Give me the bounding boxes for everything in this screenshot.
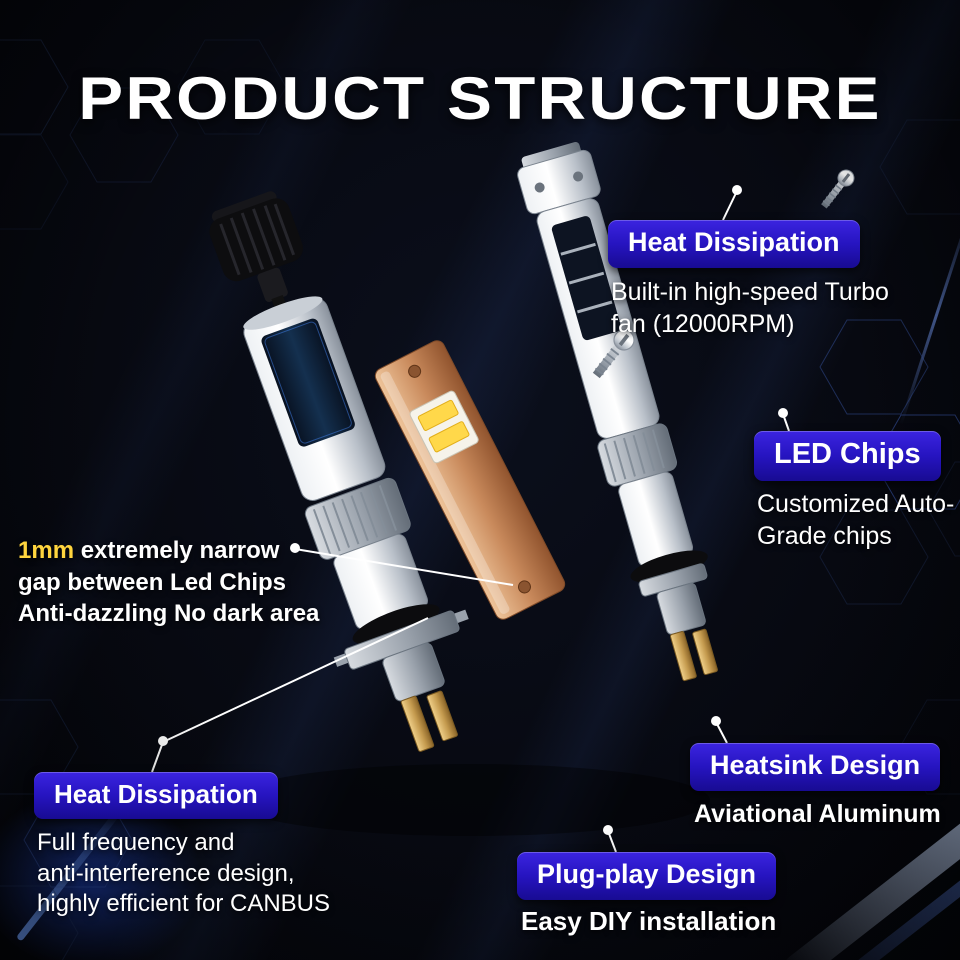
heatsink-design-desc: Aviational Aluminum — [694, 800, 941, 828]
plug-play-design-desc: Easy DIY installation — [521, 906, 777, 936]
product-shadow — [230, 764, 710, 836]
heat-dissipation-bottom-label: Heat Dissipation — [34, 772, 278, 819]
upper-heatsink-tube — [243, 296, 386, 501]
heat-dissipation-top-label: Heat Dissipation — [608, 220, 860, 268]
gap-note: 1mm extremely narrow gap between Led Chi… — [18, 535, 319, 630]
heat-dissipation-top-desc: Built-in high-speed Turbo fan (12000RPM) — [611, 278, 889, 338]
page-title: PRODUCT STRUCTURE — [78, 65, 882, 132]
heatsink-design-label: Heatsink Design — [690, 743, 941, 791]
led-chips-label: LED Chips — [754, 431, 941, 481]
led-chips-desc: Customized Auto- Grade chips — [757, 490, 955, 550]
plug-play-design-label: Plug-play Design — [517, 852, 777, 900]
heat-dissipation-bottom-desc: Full frequency and anti-interference des… — [37, 829, 331, 918]
screw-icon — [821, 169, 855, 209]
brass-terminals — [670, 628, 718, 682]
gap-note-highlight: 1mm — [18, 537, 75, 564]
